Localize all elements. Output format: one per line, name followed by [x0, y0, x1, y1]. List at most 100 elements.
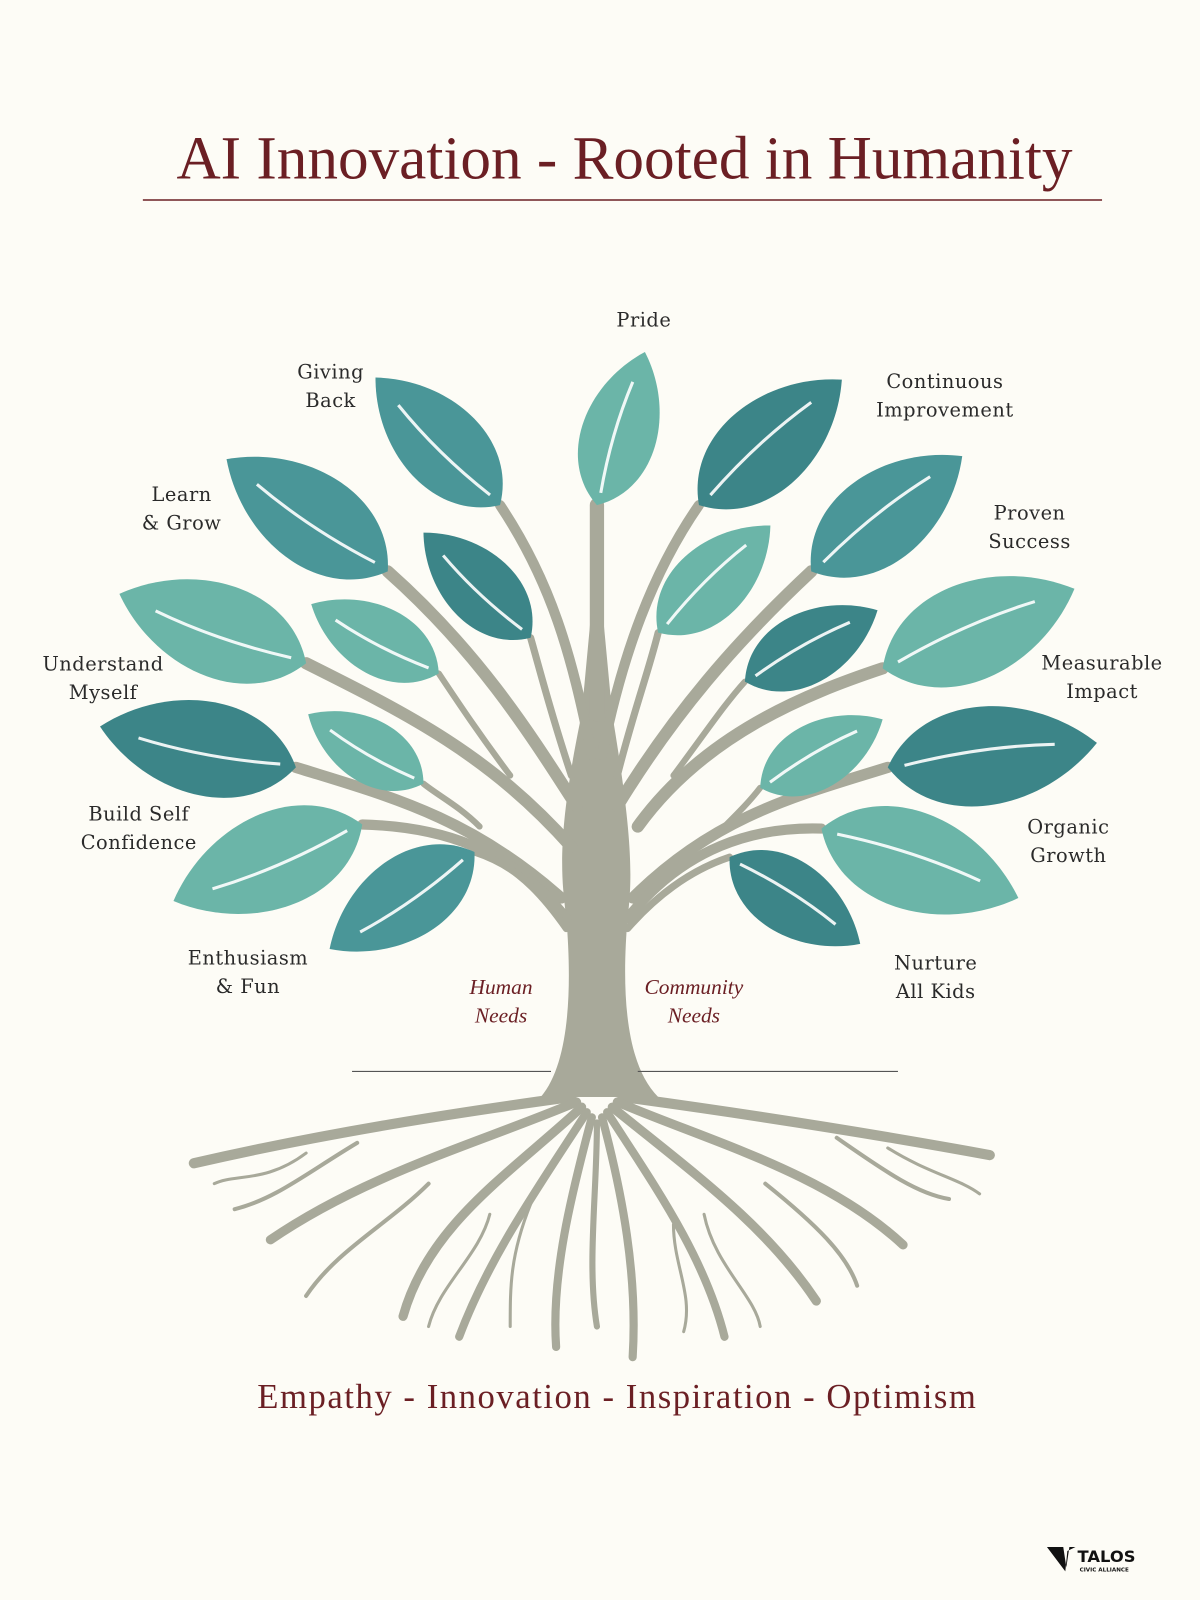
label-community-needs: Community — [645, 975, 744, 999]
leaf — [308, 711, 424, 792]
tree-branches — [290, 497, 894, 1097]
root — [398, 1102, 587, 1321]
label-human-needs-2: Needs — [474, 1003, 527, 1027]
root — [617, 1091, 995, 1161]
leaf-vein — [754, 620, 851, 678]
leaf-vein — [359, 858, 464, 934]
leaf-vein — [836, 832, 981, 883]
leaf — [119, 579, 307, 684]
trunk — [540, 551, 659, 1097]
leaf — [375, 377, 503, 508]
root — [612, 1097, 908, 1250]
leaf-blade — [375, 377, 503, 508]
label-learn-grow: Learn — [152, 483, 212, 506]
leaf — [760, 715, 883, 797]
leaf-blade — [100, 700, 296, 798]
leaf-vein — [334, 618, 430, 670]
leaf-blade — [697, 379, 842, 510]
label-build-self-confidence-2: Confidence — [81, 831, 197, 854]
slogan: Empathy - Innovation - Inspiration - Opt… — [257, 1377, 977, 1416]
leaf — [887, 706, 1097, 807]
leaf-blade — [821, 806, 1019, 915]
leaf-blade — [226, 456, 388, 580]
logo-name: TALOS — [1078, 1547, 1136, 1566]
leaf — [882, 576, 1075, 688]
root — [304, 1181, 431, 1298]
leaf — [577, 352, 660, 506]
label-pride: Pride — [616, 309, 671, 332]
leaf-blade — [119, 579, 307, 684]
leaf-vein — [138, 736, 281, 766]
leaf — [656, 525, 771, 636]
leaf — [744, 605, 878, 692]
leaf-vein — [665, 543, 748, 626]
tree-roots — [188, 1091, 995, 1362]
label-measurable-impact: Measurable — [1041, 651, 1162, 674]
leaf-blade — [887, 706, 1097, 807]
talos-logo-mark-icon — [1046, 1546, 1076, 1572]
label-understand-myself: Understand — [42, 652, 163, 675]
leaf-vein — [822, 475, 931, 564]
label-giving-back-2: Back — [305, 389, 355, 412]
leaf — [100, 700, 296, 798]
label-enthusiasm-fun: Enthusiasm — [188, 946, 308, 969]
leaf-vein — [154, 609, 292, 660]
label-organic-growth-2: Growth — [1030, 844, 1106, 867]
label-enthusiasm-fun-2: & Fun — [216, 975, 280, 998]
leaf-blade — [760, 715, 883, 797]
label-continuous-improvement-2: Improvement — [876, 398, 1013, 421]
leaf-blade — [329, 844, 475, 952]
leaf-vein — [255, 483, 376, 564]
root — [834, 1135, 952, 1202]
root — [607, 1102, 821, 1306]
root — [212, 1151, 308, 1186]
leaf-blade — [656, 525, 771, 636]
label-organic-growth: Organic — [1027, 816, 1109, 839]
label-proven-success-2: Success — [988, 530, 1070, 553]
leaf-vein — [769, 729, 858, 784]
root — [589, 1119, 600, 1330]
root — [188, 1091, 577, 1169]
leaf — [697, 379, 842, 510]
leaf — [810, 454, 963, 578]
root — [265, 1097, 582, 1245]
root — [508, 1202, 533, 1329]
label-proven-success: Proven — [994, 501, 1066, 524]
label-nurture-all-kids: Nurture — [894, 951, 977, 974]
leaf-vein — [739, 862, 837, 926]
leaf-vein — [397, 404, 491, 497]
root — [427, 1212, 492, 1329]
leaf-blade — [311, 599, 439, 683]
leaf — [729, 850, 861, 947]
leaf-blade — [577, 352, 660, 506]
label-continuous-improvement: Continuous — [886, 370, 1003, 393]
leaf-vein — [599, 381, 635, 494]
leaf-vein — [709, 401, 813, 497]
root — [763, 1181, 860, 1288]
logo-sub: CIVIC ALLIANCE — [1080, 1567, 1129, 1573]
leaf-vein — [441, 554, 523, 631]
label-nurture-all-kids-2: All Kids — [895, 980, 976, 1003]
leaf — [821, 806, 1019, 915]
talos-logo: TALOS CIVIC ALLIANCE — [1046, 1546, 1136, 1573]
root — [671, 1222, 689, 1334]
leaf-blade — [423, 532, 533, 640]
leaf-vein — [212, 829, 348, 891]
leaf-vein — [904, 742, 1055, 767]
leaf-vein — [329, 728, 415, 780]
page-title: AI Innovation - Rooted in Humanity — [176, 125, 1072, 193]
root — [886, 1146, 982, 1196]
label-build-self-confidence: Build Self — [88, 802, 190, 825]
leaves — [100, 352, 1097, 952]
leaf — [311, 599, 439, 683]
root — [702, 1212, 762, 1329]
leaf-blade — [308, 711, 424, 792]
label-human-needs: Human — [469, 975, 533, 999]
root — [551, 1113, 596, 1352]
leaf-blade — [744, 605, 878, 692]
leaf-blade — [810, 454, 963, 578]
root — [455, 1108, 591, 1341]
label-measurable-impact-2: Impact — [1066, 680, 1138, 703]
